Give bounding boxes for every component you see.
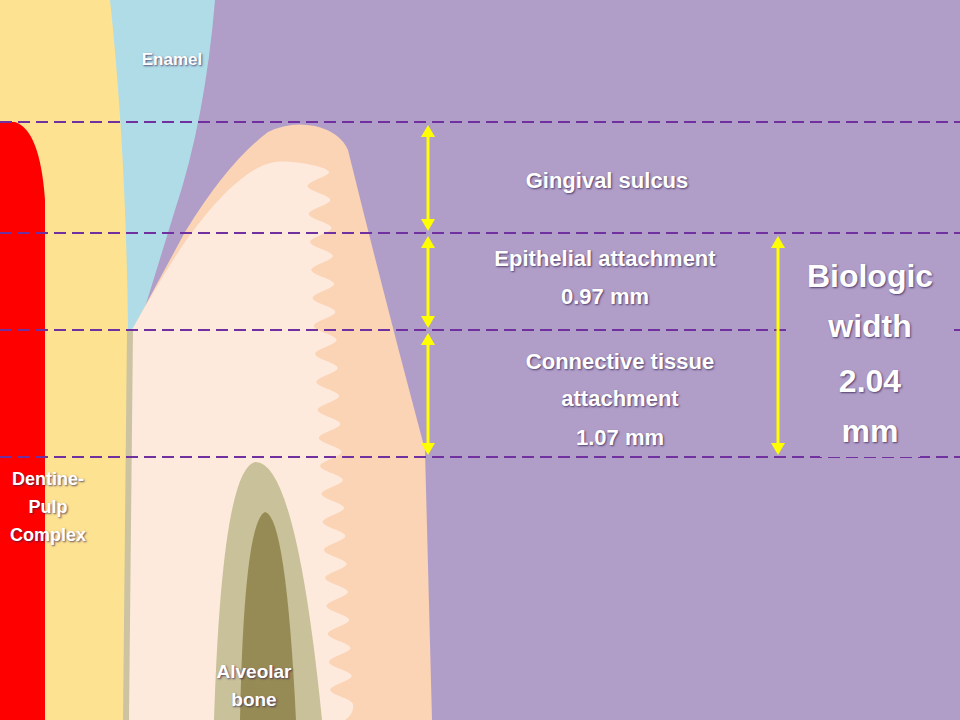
part-label: 1.07 mm xyxy=(540,425,700,451)
cementum xyxy=(126,330,130,720)
level-line xyxy=(0,456,960,458)
part-label: Epithelial attachment xyxy=(445,246,765,272)
arrowhead xyxy=(421,125,435,137)
part-label: Biologic width xyxy=(790,252,950,351)
part-label: Gingival sulcus xyxy=(457,168,757,194)
dimension-arrow xyxy=(427,242,430,321)
arrowhead xyxy=(421,443,435,455)
part-label: Enamel xyxy=(112,50,232,70)
part-label: Connective tissue attachment xyxy=(495,343,745,418)
part-label: Dentine-Pulp Complex xyxy=(2,466,94,550)
part-label: 2.04 mm xyxy=(820,357,920,456)
arrowhead xyxy=(421,333,435,345)
level-line xyxy=(0,232,960,234)
dimension-arrows xyxy=(421,125,785,455)
cancellous-bone xyxy=(240,512,296,720)
level-lines xyxy=(0,122,960,457)
dimension-arrow xyxy=(427,339,430,448)
gingival-connective-tissue xyxy=(126,162,353,720)
part-label: 0.97 mm xyxy=(525,284,685,310)
dentine xyxy=(0,0,132,720)
arrowhead xyxy=(421,236,435,248)
arrowhead xyxy=(421,316,435,328)
dimension-arrow xyxy=(777,242,780,448)
arrowhead xyxy=(771,443,785,455)
level-line xyxy=(0,121,960,123)
dimension-arrow xyxy=(427,132,430,224)
part-label: Alveolar bone xyxy=(199,658,309,713)
arrowhead xyxy=(771,236,785,248)
arrowhead xyxy=(421,219,435,231)
pulp xyxy=(0,122,45,720)
